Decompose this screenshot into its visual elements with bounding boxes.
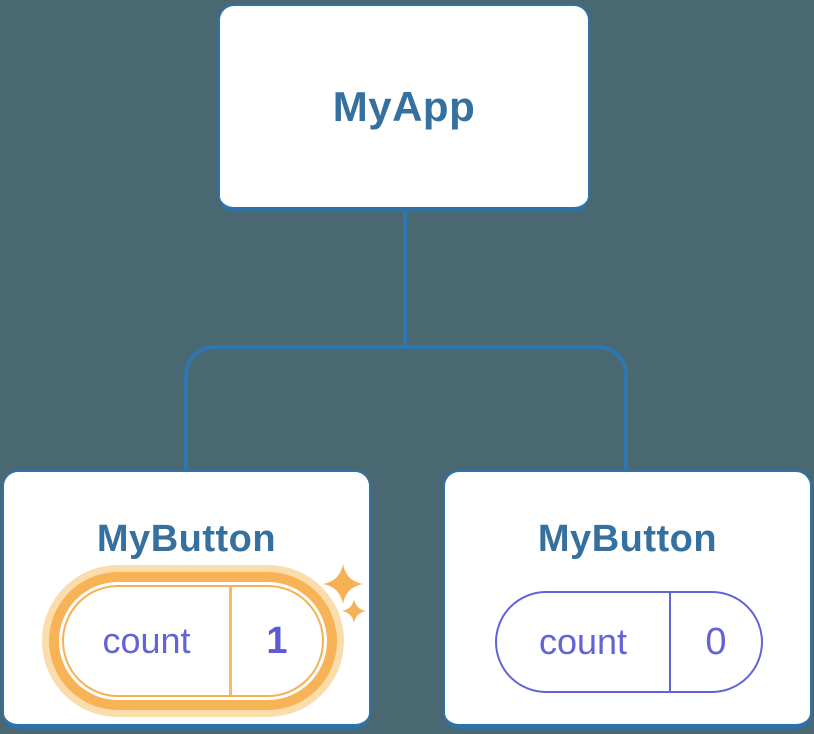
node-title: MyButton — [537, 518, 718, 560]
state-value: 0 — [705, 620, 727, 663]
state-value: 1 — [266, 619, 288, 662]
pill-divider — [669, 593, 671, 691]
sparkle-icon — [323, 564, 363, 604]
tree-node-mybutton-1: MyButton count 1 — [2, 470, 371, 729]
tree-node-myapp: MyApp — [218, 4, 590, 212]
connector-bracket — [184, 345, 628, 470]
tree-node-mybutton-2: MyButton count 0 — [443, 470, 812, 729]
pill-divider — [229, 587, 232, 695]
state-label: count — [102, 620, 191, 661]
state-label: count — [538, 621, 628, 662]
connector-stem — [403, 212, 407, 345]
sparkle-icon — [342, 599, 366, 623]
node-title: MyApp — [332, 82, 476, 130]
state-pill: count 0 — [495, 591, 763, 693]
state-pill-highlighted: count 1 — [62, 585, 324, 697]
node-title: MyButton — [96, 518, 277, 560]
